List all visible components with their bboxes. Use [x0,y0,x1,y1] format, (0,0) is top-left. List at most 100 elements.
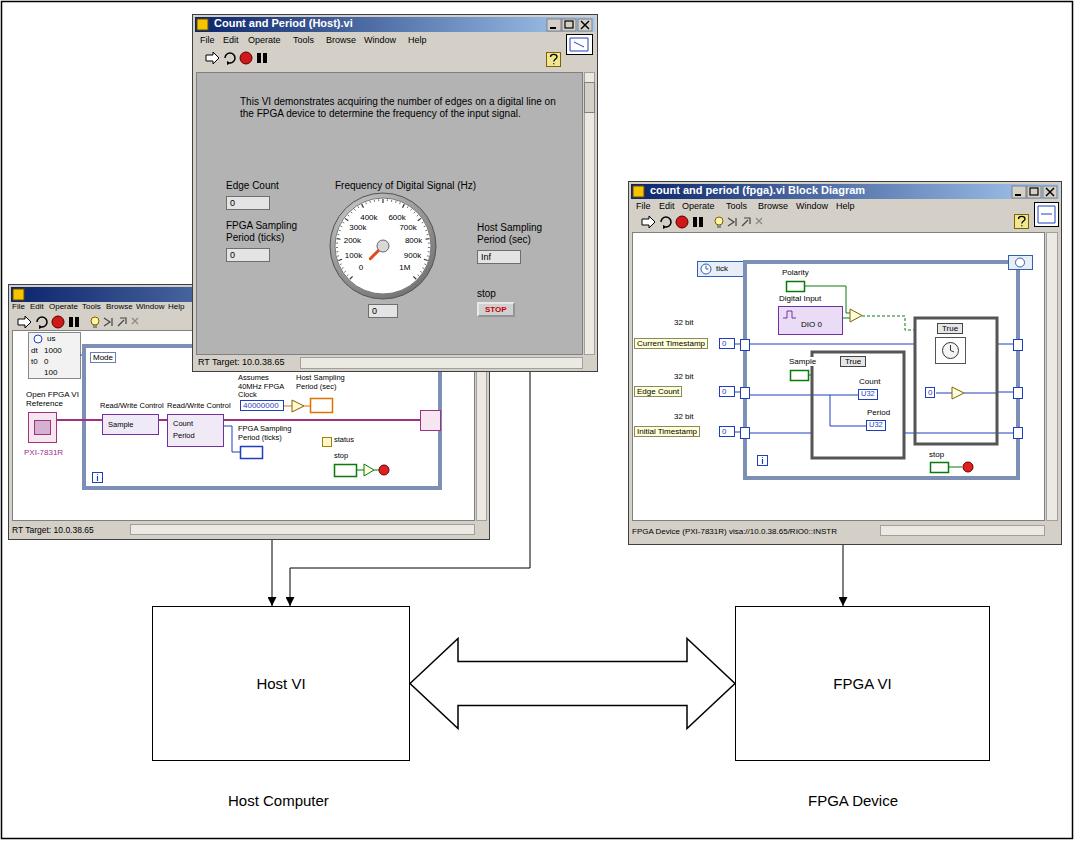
menu-item: Operate [682,201,715,211]
diagram-text: t0 [31,357,38,366]
dial-ticks [336,199,430,279]
diagram-text: tick [716,264,728,273]
art-rect [197,73,583,355]
art-path [948,467,962,468]
gauge-tick [347,275,349,276]
menu-item: Browse [326,35,356,45]
art-path [951,345,955,352]
gauge-tick [425,230,427,232]
art-rect [103,415,159,435]
stop-button: STOP [477,302,515,317]
gauge-tick [348,215,350,216]
gauge-tick [338,259,342,260]
art-rect [915,318,997,444]
art-rect [547,53,561,67]
art-circle [377,240,389,252]
diagram-text: 32 bit [674,412,694,421]
gauge-tick [407,206,408,208]
art-use [547,19,592,31]
diagram-text: Host Sampling Period (sec) [296,374,352,391]
art-rect [787,282,805,292]
gauge-tick [340,263,342,265]
diagram-text: Read/Write Control [100,402,164,411]
gauge-scale-label: 200k [344,237,361,246]
gauge-tick [422,267,424,269]
gauge-tick [387,199,388,201]
menu-item: File [200,35,215,45]
art-rect [93,473,103,483]
constant-value: 0 [719,338,735,349]
diagram-text: 1000 [44,346,62,355]
art-rect [1015,215,1029,229]
art-use [18,316,79,329]
art-rect [741,388,750,399]
diagram-text: Edit [30,302,44,311]
gauge-tick [336,247,338,248]
indicator-value: 0 [226,196,270,210]
art-rect [745,262,1018,478]
case-selector: True [840,356,866,367]
terminal-label: Polarity [781,268,810,277]
gauge-tick [395,201,397,203]
diagram-text: Help [168,302,184,311]
diagram-text: Open FPGA VI Reference [26,390,88,408]
gauge-tick [374,200,375,202]
gauge-scale-label: 100k [345,251,362,260]
diagram-text: dt [31,346,38,355]
indicator-value: Inf [477,250,521,264]
gauge-tick [424,263,426,265]
menu-item: Window [364,35,396,45]
art-rect [585,83,595,113]
resource-name: PXI-7831R [24,448,63,457]
terminal-label: Count [858,377,881,386]
gauge-scale-label: 900k [404,251,421,260]
menu-item: Help [836,201,855,211]
diagram-text: FPGA Sampling Period (ticks) [238,425,296,442]
art-path [783,311,796,318]
terminal-label: stop [928,450,945,459]
diagram-text: 0 [44,357,48,366]
control-label: Edge Count [634,386,682,397]
indicator-value: 0 [368,304,398,318]
diagram-text: FPGA Device (PXI-7831R) visa://10.0.38.6… [632,527,837,536]
art-path [374,470,379,471]
gauge-tick [427,234,429,235]
diagram-text: Read/Write Control [167,402,231,411]
art-path [292,400,304,412]
art-rect [168,415,224,447]
gauge-tick [337,234,339,235]
gauge-tick [350,276,353,279]
diagram-text: Count [173,420,193,429]
connector-arrow [272,540,273,606]
menu-item: Operate [248,35,281,45]
art-circle [335,198,431,294]
art-circle [701,264,711,274]
gauge-tick [369,201,371,203]
art-path [1038,206,1055,223]
gauge-tick [336,251,338,252]
constant-value: 0 [719,386,735,397]
caption: FPGA Device [808,792,898,809]
art-rect [741,428,750,439]
art-rect [35,421,51,435]
art-rect [1035,203,1059,227]
art-rect [241,447,263,459]
gauge-tick [337,238,341,240]
panel-label: FPGA Sampling Period (ticks) [226,220,308,243]
art-rect [567,35,593,55]
gauge-tick [420,271,422,272]
io-channel: DIO 0 [800,320,823,329]
art-circle [963,462,973,472]
menu-item: Browse [758,201,788,211]
art-circle [1016,258,1025,267]
gauge-scale-label: 400k [360,214,377,223]
gauge-tick [417,215,419,216]
diagram-text: us [47,334,55,343]
art-rect [631,184,1059,199]
gauge-tick [428,247,430,248]
gauge-tick [413,276,416,279]
art-path [749,344,1014,433]
art-rect [698,262,746,277]
